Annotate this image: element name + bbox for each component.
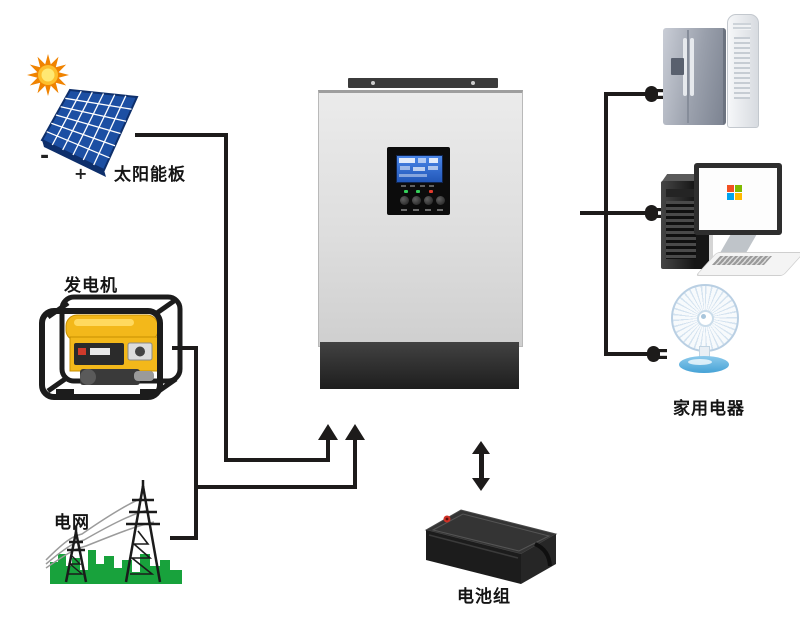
generator-label: 发电机 — [64, 276, 118, 296]
air-conditioner-icon — [727, 14, 759, 128]
wire-solar-to-inverter — [224, 458, 330, 462]
wire-inverter-output — [580, 211, 648, 215]
solar-panel-icon — [40, 88, 139, 177]
monitor-icon — [694, 163, 782, 235]
status-led-green — [416, 190, 420, 193]
button-label — [437, 209, 443, 211]
ac-grille — [734, 37, 750, 99]
fridge-handle — [690, 38, 694, 96]
up-arrow-icon — [318, 424, 338, 440]
status-led-green — [404, 190, 408, 193]
power-grid-icon — [45, 480, 182, 584]
lcd-glyph — [418, 158, 426, 163]
double-arrow-shaft — [479, 452, 484, 480]
inverter-base — [320, 342, 519, 389]
led-label — [401, 185, 406, 187]
wire-arrow1-shaft — [326, 438, 330, 462]
status-led-red — [429, 190, 433, 193]
power-grid-label: 电网 — [54, 513, 90, 533]
lcd-glyph — [400, 166, 410, 170]
screw-icon — [471, 81, 475, 85]
plug-icon — [638, 86, 665, 102]
double-arrow-icon — [472, 441, 490, 454]
battery-icon — [424, 509, 558, 584]
household-appliances-label: 家用电器 — [673, 399, 745, 419]
inverter-button — [424, 196, 433, 205]
lcd-glyph — [428, 166, 438, 170]
wire-grid-horizontal — [170, 536, 198, 540]
inverter-button — [412, 196, 421, 205]
inverter-button — [400, 196, 409, 205]
wire-output-bus-vertical — [604, 92, 608, 356]
fridge-handle — [683, 38, 687, 96]
fridge-door-split — [687, 30, 689, 123]
plug-icon — [638, 205, 665, 221]
keyboard-icon — [711, 256, 773, 265]
led-label — [420, 185, 425, 187]
led-label — [429, 185, 434, 187]
wire-arrow2-shaft — [353, 438, 357, 489]
button-label — [425, 209, 431, 211]
wire-to-fan — [604, 352, 648, 356]
battery-pack-label: 电池组 — [457, 587, 511, 607]
fridge-dispenser — [671, 58, 684, 75]
inverter-button — [436, 196, 445, 205]
sun-icon — [27, 54, 69, 96]
lcd-glyph — [399, 174, 427, 177]
generator-icon — [39, 294, 183, 400]
screw-icon — [371, 81, 375, 85]
button-label — [401, 209, 407, 211]
panel-plus-terminal: + — [74, 164, 88, 183]
wire-to-fridge — [604, 92, 648, 96]
wire-generator-horizontal — [172, 346, 198, 350]
button-label — [413, 209, 419, 211]
inverter-device-icon — [318, 90, 523, 347]
fan-hub — [697, 310, 714, 327]
lcd-glyph — [399, 158, 415, 163]
lcd-glyph — [413, 167, 425, 171]
double-arrow-icon — [472, 478, 490, 491]
up-arrow-icon — [345, 424, 365, 440]
ac-vent — [733, 23, 751, 30]
refrigerator-icon — [663, 28, 726, 125]
lcd-glyph — [429, 158, 438, 163]
tower-drive-bays — [666, 201, 696, 259]
inverter-mounting-bracket — [348, 78, 498, 88]
plug-icon — [640, 346, 667, 362]
led-label — [410, 185, 415, 187]
solar-panel-label: 太阳能板 — [114, 165, 186, 185]
fan-hub-dot — [701, 314, 706, 319]
wire-ac-bus-vertical — [194, 346, 198, 540]
windows-logo — [727, 185, 742, 200]
wire-ac-to-inverter — [194, 485, 357, 489]
tower-panel — [666, 189, 696, 197]
wire-solar-horizontal — [135, 133, 228, 137]
fan-base-highlight — [688, 359, 712, 365]
panel-minus-terminal: - — [40, 144, 50, 169]
wire-solar-vertical — [224, 133, 228, 462]
